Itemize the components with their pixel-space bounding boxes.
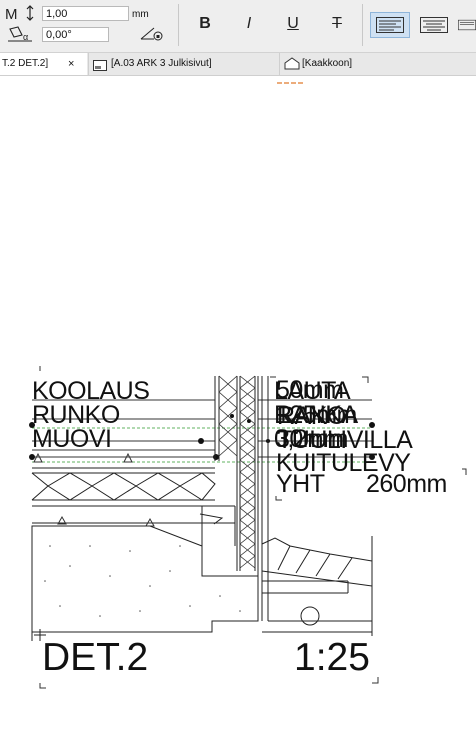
view-tab-bar: T.2 DET.2] × [A.03 ARK 3 Julkisivut] [Ka…	[0, 53, 476, 76]
label-260mm: 260mm	[366, 470, 447, 498]
align-center-icon	[420, 17, 448, 33]
toolbar-separator	[362, 4, 363, 46]
toolbar-separator	[178, 4, 179, 46]
label-muovi: MUOVI	[32, 425, 112, 453]
label-kuitulevy: KUITULEVY	[276, 449, 411, 477]
underline-button[interactable]: U	[287, 15, 299, 32]
label-0-2mm: 0,2mm	[274, 425, 348, 453]
text-format-toolbar: M 1,00 mm α 0,00° B I U T	[0, 0, 476, 53]
label-lauta: LAUTA	[274, 377, 351, 405]
label-tuulivilla: TUULIVILLA	[277, 426, 413, 454]
label-125mm: 125mm	[276, 401, 357, 429]
align-center-button[interactable]	[414, 12, 454, 38]
detail-drawing	[29, 366, 467, 689]
align-left-icon	[376, 17, 404, 33]
angle-lock-icon[interactable]	[140, 26, 164, 47]
bold-button[interactable]: B	[199, 15, 211, 32]
label-30mm: 30mm	[276, 425, 344, 453]
label-ranka: RANKA	[274, 401, 358, 429]
text-size-field[interactable]: 1,00	[42, 6, 129, 21]
label-50mm: 50mm	[276, 376, 344, 404]
label-rako: RAKO	[277, 402, 346, 430]
svg-text:α: α	[23, 32, 28, 42]
italic-button[interactable]: I	[246, 15, 252, 32]
close-icon[interactable]: ×	[68, 58, 75, 70]
align-left-button[interactable]	[370, 12, 410, 38]
text-angle-icon: α	[6, 25, 36, 48]
drawing-canvas[interactable]: KOOLAUS RUNKO MUOVI LAUTA RANKA 0,2mm 50…	[0, 76, 476, 735]
orange-marker	[277, 82, 304, 84]
label-koolaus: KOOLAUS	[32, 377, 150, 405]
label-yht: YHT	[276, 470, 325, 498]
tab-kaakkoon[interactable]: [Kaakkoon]	[279, 53, 476, 75]
tab-a03-ark-3-julkisivut[interactable]: [A.03 ARK 3 Julkisivut]	[88, 53, 278, 75]
align-right-icon	[458, 19, 476, 31]
sheet-icon	[93, 58, 107, 75]
detail-title: DET.2	[42, 636, 149, 679]
svg-text:M: M	[5, 6, 18, 22]
text-size-unit: mm	[132, 9, 149, 20]
text-size-icon: M	[5, 4, 37, 27]
label-runko: RUNKO	[32, 401, 120, 429]
align-right-button[interactable]	[458, 12, 476, 38]
strikethrough-button[interactable]: T	[332, 15, 342, 32]
tab-det-2[interactable]: T.2 DET.2] ×	[0, 53, 87, 75]
detail-scale: 1:25	[294, 636, 370, 679]
text-angle-field[interactable]: 0,00°	[42, 27, 109, 42]
elevation-view-icon	[284, 57, 300, 75]
